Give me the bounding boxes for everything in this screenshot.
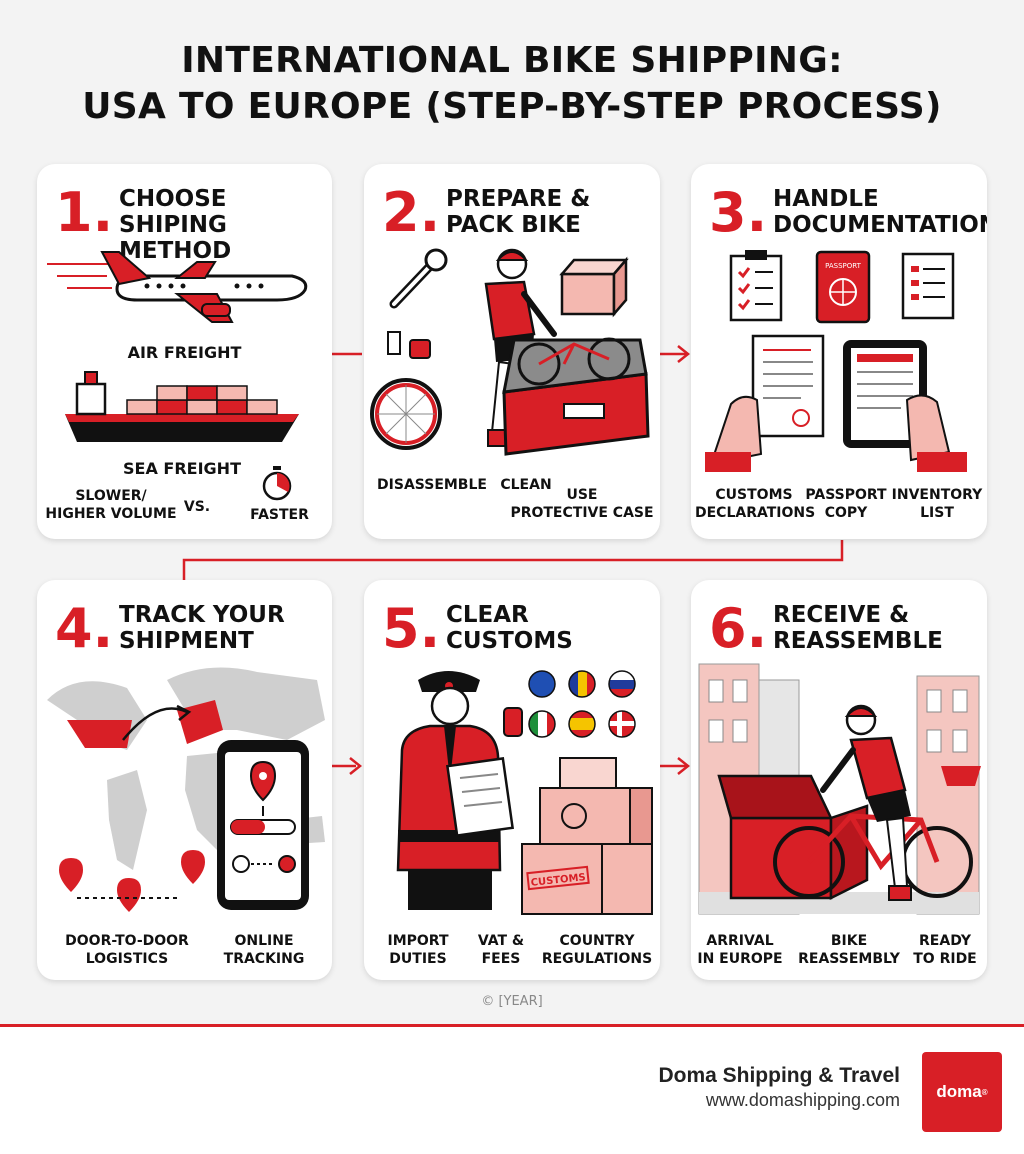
box-icon	[559, 256, 629, 318]
label-bike-reassembly: BIKE REASSEMBLY	[798, 933, 900, 967]
label-clean: CLEAN	[500, 477, 552, 493]
world-map-icon	[47, 667, 325, 870]
boxes-icon: CUSTOMS	[521, 757, 653, 915]
cyclist-icon	[820, 704, 912, 901]
step-number: 3.	[709, 181, 768, 244]
footer	[0, 1027, 1024, 1154]
tablet-icon	[843, 340, 967, 472]
step-heading: TRACK YOUR SHIPMENT	[119, 602, 285, 654]
step-heading: CLEAR CUSTOMS	[446, 602, 573, 654]
stopwatch-icon	[262, 466, 292, 501]
step-card-5: 5. CLEAR CUSTOMS	[364, 580, 660, 980]
wrench-icon	[389, 248, 448, 309]
label-faster: FASTER	[250, 507, 309, 523]
arrow-5-6	[677, 757, 691, 775]
label-arrival-in-europe: ARRIVAL IN EUROPE	[697, 933, 783, 967]
label-door-to-door: DOOR-TO-DOOR LOGISTICS	[65, 933, 189, 967]
step-card-3: 3. HANDLE DOCUMENTATION PASSPORT	[691, 164, 987, 539]
step-card-6: 6. RECEIVE & REASSEMBLE	[691, 580, 987, 980]
passport-icon: PASSPORT	[815, 250, 871, 324]
label-sea-freight: SEA FREIGHT	[123, 459, 241, 478]
declaration-form-icon	[705, 334, 825, 472]
label-online-tracking: ONLINE TRACKING	[223, 933, 305, 967]
step-heading: RECEIVE & REASSEMBLE	[773, 602, 943, 654]
brand-name: Doma Shipping & Travel	[658, 1064, 900, 1087]
brand-logo: doma®	[922, 1052, 1002, 1132]
label-air-freight: AIR FREIGHT	[127, 343, 242, 362]
logo-registered-mark: ®	[981, 1087, 988, 1097]
step-heading: HANDLE DOCUMENTATION	[773, 186, 987, 238]
flow-connectors	[182, 345, 844, 775]
flag-icon	[528, 670, 636, 738]
copyright-text: © [YEAR]	[481, 994, 543, 1009]
step-card-2: 2. PREPARE & PACK BIKE	[364, 164, 660, 539]
step-card-1: 1. CHOOSE SHIPING METHOD	[37, 164, 332, 539]
logo-text: doma	[936, 1082, 982, 1101]
step-heading: CHOOSE SHIPING METHOD	[119, 186, 232, 264]
page-title: INTERNATIONAL BIKE SHIPPING: USA TO EURO…	[0, 38, 1024, 130]
step-number: 1.	[55, 181, 114, 244]
title-line-1: INTERNATIONAL BIKE SHIPPING:	[181, 40, 843, 81]
step-number: 6.	[709, 597, 768, 660]
step-number: 2.	[382, 181, 441, 244]
step-card-4: 4. TRACK YOUR SHIPMENT	[37, 580, 332, 980]
document-icon	[901, 252, 955, 320]
label-customs-declarations: CUSTOMS DECLARATIONS	[695, 487, 816, 521]
location-pin-icon	[59, 850, 205, 912]
label-passport-copy: PASSPORT COPY	[805, 487, 887, 521]
passport-cover-text: PASSPORT	[825, 262, 862, 270]
label-country-regulations: COUNTRY REGULATIONS	[541, 933, 653, 967]
arrow-2-3	[677, 345, 691, 363]
label-inventory-list: INVENTORY LIST	[891, 487, 983, 521]
label-vat-fees: VAT & FEES	[477, 933, 525, 967]
cargo-ship-icon	[65, 371, 299, 442]
brand-url[interactable]: www.domashipping.com	[705, 1090, 900, 1110]
connector-3-4	[182, 540, 844, 580]
step-number: 5.	[382, 597, 441, 660]
footer-divider	[0, 1024, 1024, 1027]
title-line-2: USA TO EUROPE (STEP-BY-STEP PROCESS)	[82, 86, 942, 127]
label-disassemble: DISASSEMBLE	[377, 477, 487, 493]
phone-tracking-icon	[217, 740, 309, 910]
tools-icon	[387, 331, 431, 359]
checklist-icon	[729, 250, 783, 322]
label-slower: SLOWER/ HIGHER VOLUME	[45, 488, 177, 522]
arrow-4-5	[349, 757, 363, 775]
label-protective-case: USE PROTECTIVE CASE	[510, 487, 654, 521]
customs-officer-icon	[396, 671, 523, 910]
step-number: 4.	[55, 597, 114, 660]
wheel-icon	[370, 378, 442, 450]
open-box-icon	[717, 774, 869, 901]
label-ready-to-ride: READY TO RIDE	[913, 933, 977, 967]
bike-case-icon	[502, 337, 650, 456]
label-vs: VS.	[183, 499, 211, 515]
street-scene-icon	[698, 663, 981, 915]
airplane-icon	[47, 251, 308, 323]
label-import-duties: IMPORT DUTIES	[387, 933, 449, 967]
step-heading: PREPARE & PACK BIKE	[446, 186, 591, 238]
